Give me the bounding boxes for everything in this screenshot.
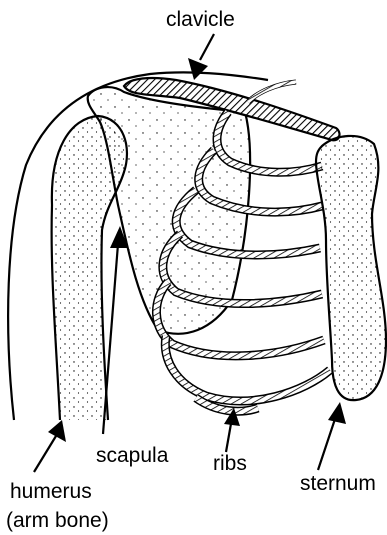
- sternum-pointer: [318, 402, 346, 470]
- sternum-bone: [316, 136, 386, 400]
- ribs-label: ribs: [213, 452, 247, 475]
- sternum-label: sternum: [300, 472, 376, 495]
- humerus-pointer: [34, 420, 66, 472]
- neck-rib: [248, 82, 296, 102]
- scapula-label: scapula: [96, 444, 169, 467]
- humerus-label: humerus: [10, 480, 92, 503]
- clavicle-label: clavicle: [166, 8, 235, 31]
- humerus-sublabel: (arm bone): [6, 509, 109, 532]
